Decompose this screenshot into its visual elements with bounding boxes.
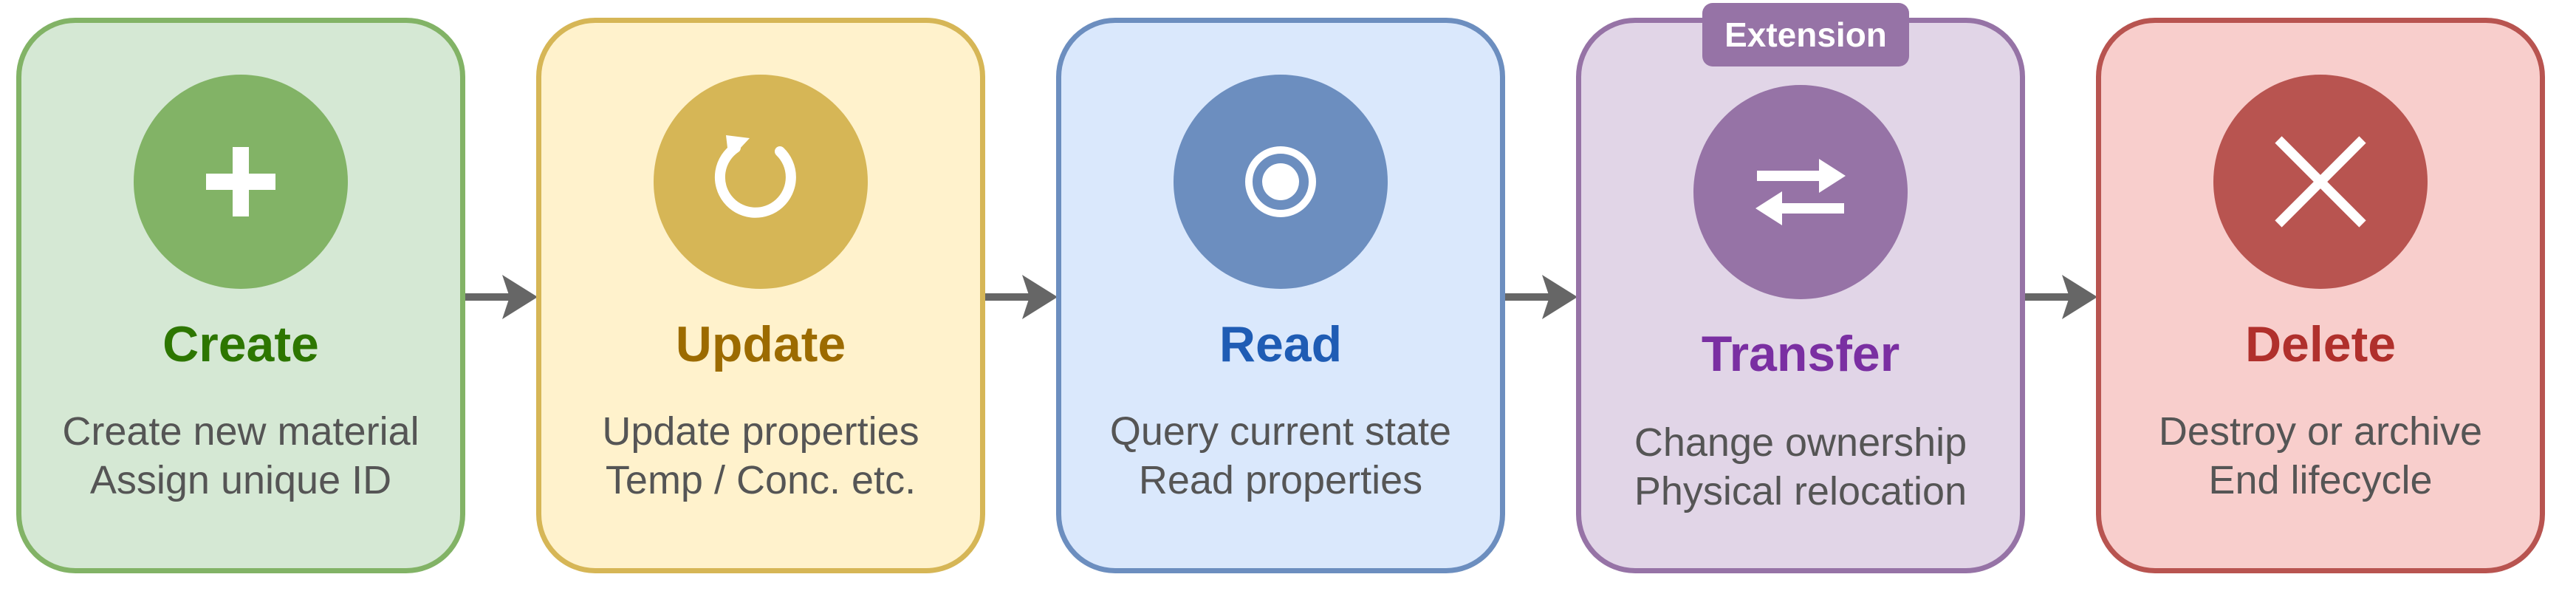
step-description-line: End lifecycle (2208, 458, 2433, 502)
step-title: Update (675, 316, 846, 372)
step-card-transfer: Transfer Change ownership Physical reloc… (1576, 18, 2025, 573)
step-title: Create (162, 316, 319, 372)
step-description-line: Physical relocation (1634, 469, 1967, 513)
step-description: Update properties Temp / Conc. etc. (541, 407, 980, 505)
delete-icon-circle (2213, 75, 2428, 289)
step-title: Delete (2244, 316, 2397, 372)
transfer-icon-circle (1693, 85, 1908, 299)
close-icon (2275, 136, 2366, 228)
step-card-read: Read Query current state Read properties (1056, 18, 1505, 573)
step-description-line: Destroy or archive (2158, 409, 2483, 454)
step-title: Transfer (1701, 326, 1900, 382)
step-card-create: Create Create new material Assign unique… (16, 18, 465, 573)
flow-arrow (1505, 275, 1578, 319)
update-icon-circle (654, 75, 868, 289)
step-card-delete: Delete Destroy or archive End lifecycle (2096, 18, 2545, 573)
step-description-line: Query current state (1109, 409, 1452, 454)
create-icon-circle (134, 75, 348, 289)
step-description-line: Temp / Conc. etc. (605, 458, 917, 502)
read-icon-circle (1174, 75, 1388, 289)
flow-arrow (465, 275, 538, 319)
step-description: Create new material Assign unique ID (21, 407, 460, 505)
refresh-icon (714, 135, 796, 218)
step-description-line: Assign unique ID (89, 458, 392, 502)
target-icon (1245, 146, 1316, 217)
flow-arrow (985, 275, 1058, 319)
step-description: Query current state Read properties (1061, 407, 1500, 505)
step-description: Destroy or archive End lifecycle (2101, 407, 2540, 505)
flow-arrow (2025, 275, 2097, 319)
step-description: Change ownership Physical relocation (1581, 418, 2020, 516)
swap-icon (1755, 159, 1846, 225)
step-description-line: Update properties (602, 409, 919, 454)
step-card-update: Update Update properties Temp / Conc. et… (536, 18, 985, 573)
step-title: Read (1219, 316, 1343, 372)
step-description-line: Create new material (62, 409, 419, 454)
step-description-line: Read properties (1138, 458, 1423, 502)
plus-icon (206, 147, 275, 216)
step-description-line: Change ownership (1634, 420, 1967, 465)
extension-badge: Extension (1702, 3, 1909, 66)
